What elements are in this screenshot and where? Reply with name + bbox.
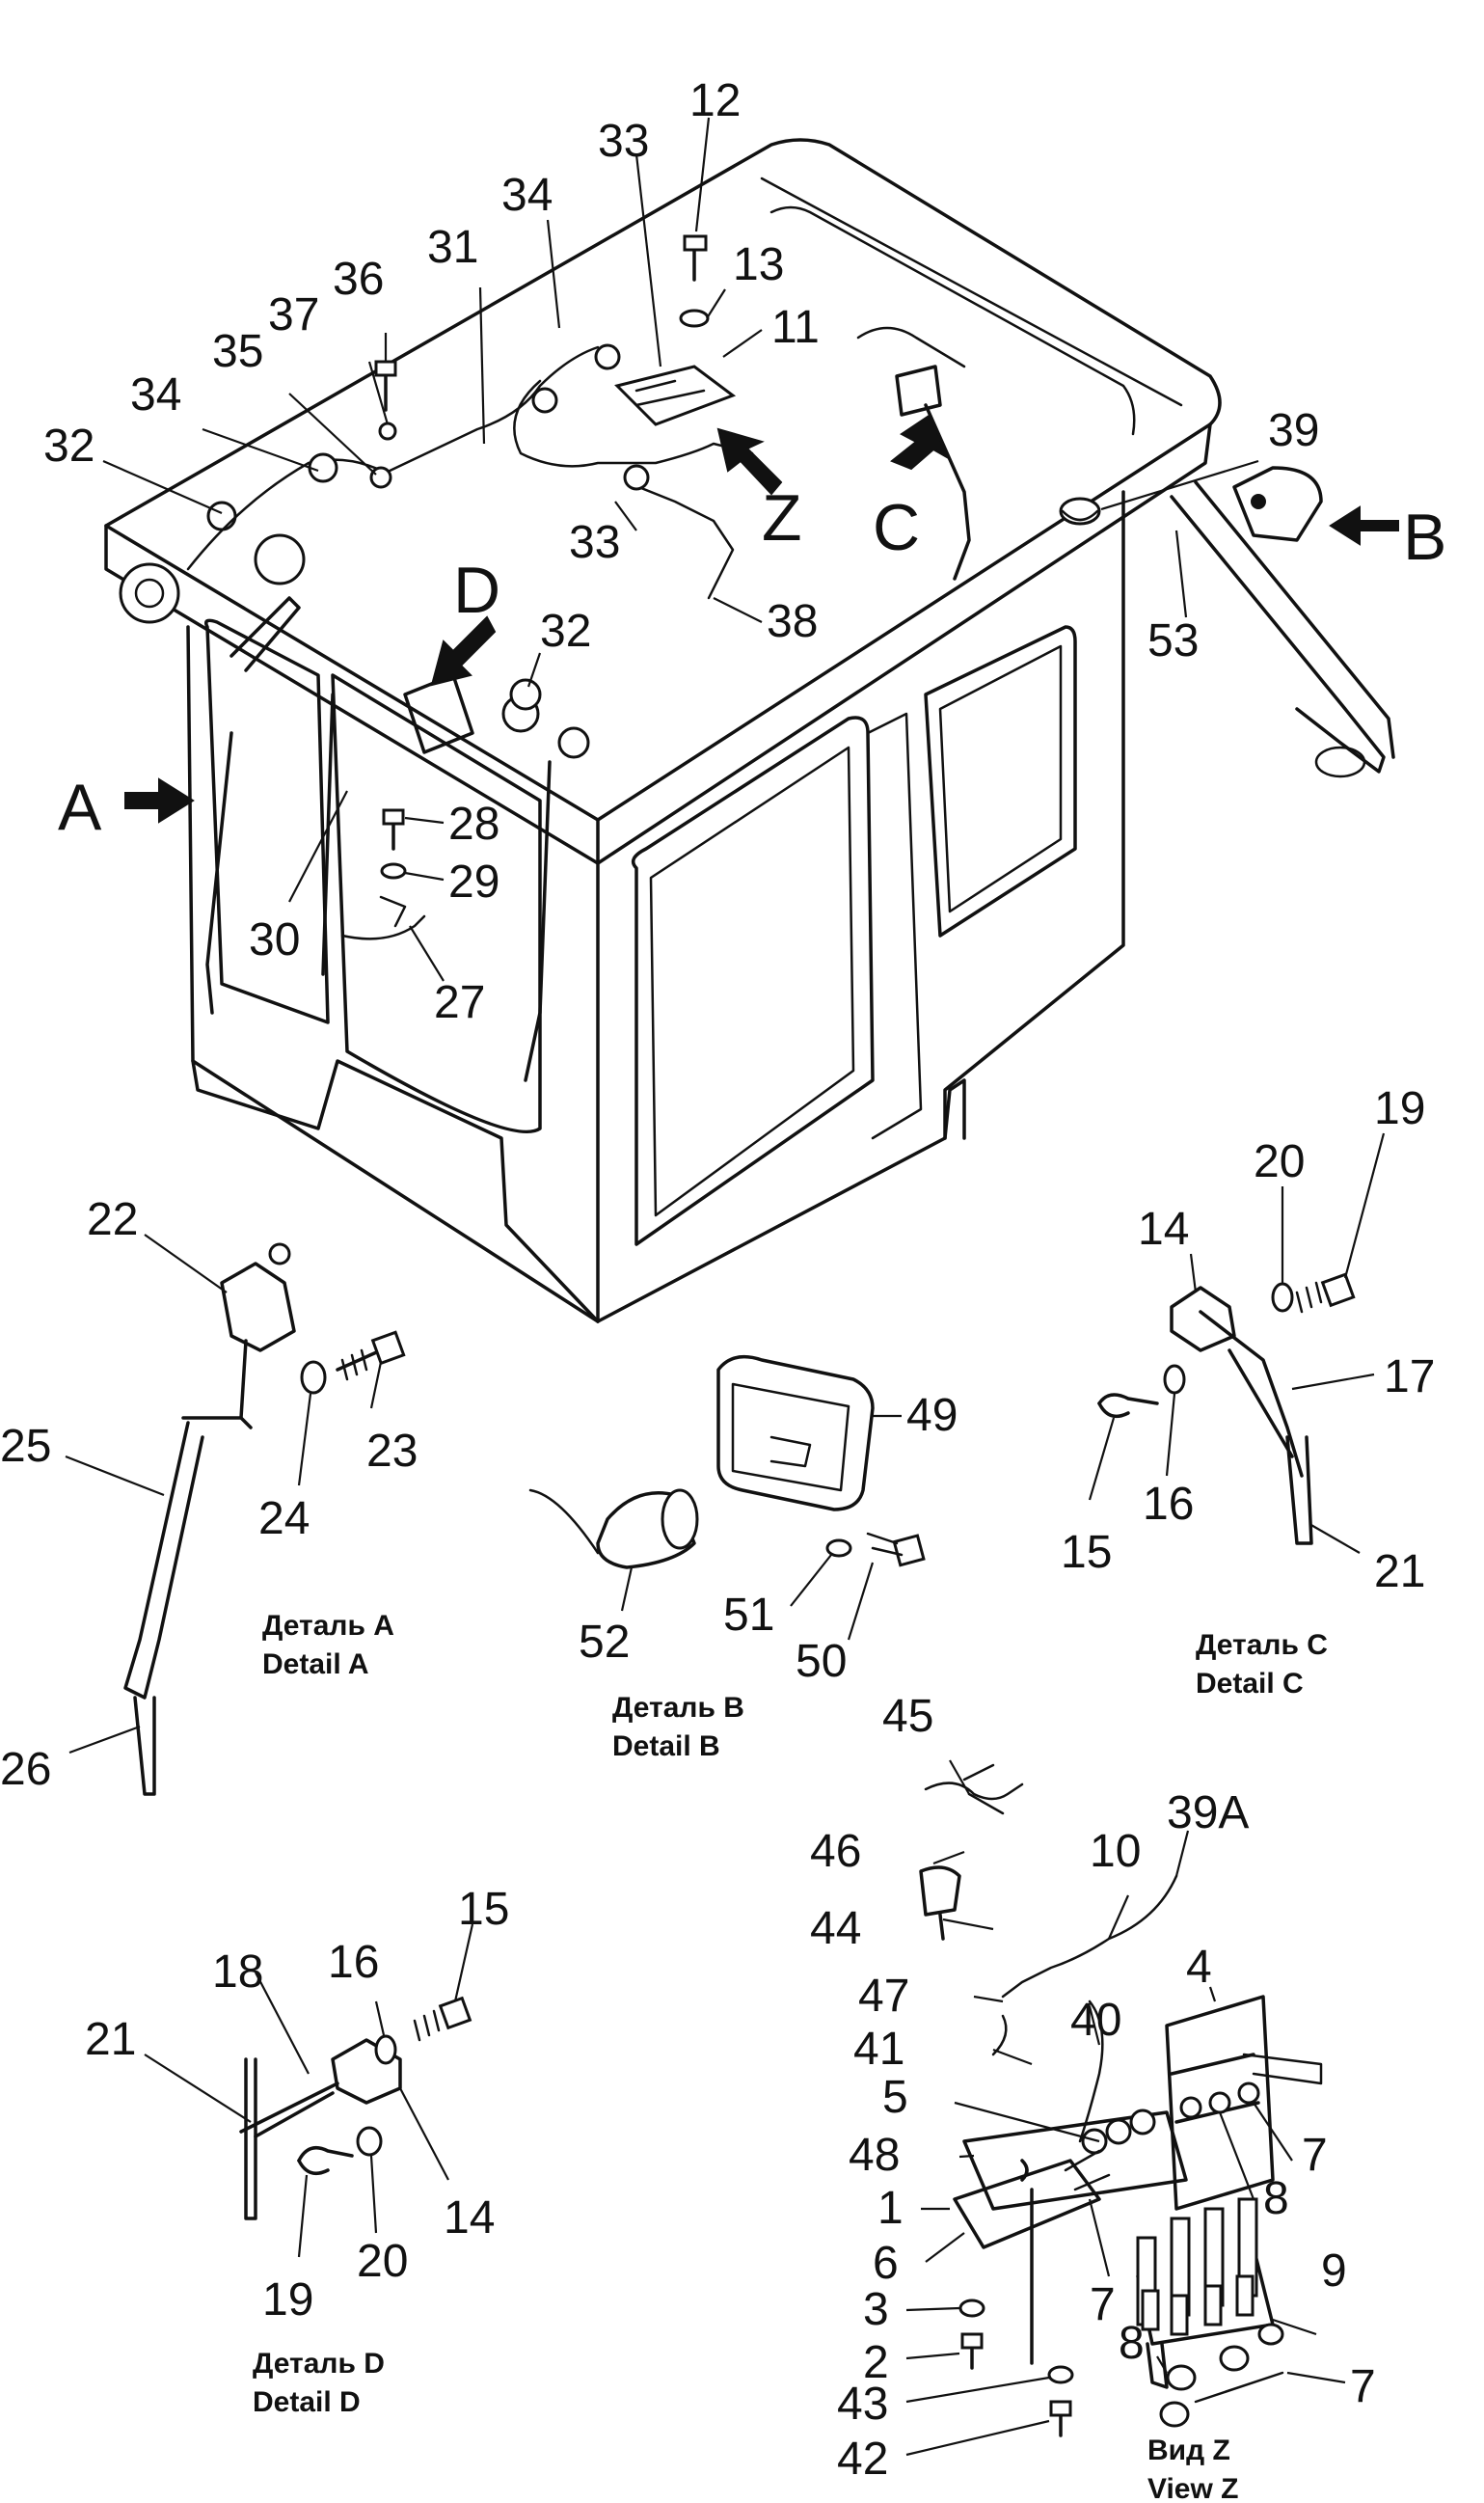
callout-27: 27 <box>434 977 485 1028</box>
callout-5: 5 <box>882 2072 908 2123</box>
callout-9: 9 <box>1321 2245 1347 2297</box>
callout-7: 7 <box>1302 2130 1328 2181</box>
callout-20: 20 <box>1254 1136 1305 1187</box>
callout-39: 39 <box>1268 405 1319 456</box>
callout-6: 6 <box>873 2238 899 2289</box>
callout-14: 14 <box>1138 1204 1189 1255</box>
caption-view-z-ru: Вид Z <box>1147 2435 1230 2466</box>
callout-28: 28 <box>448 799 499 850</box>
callout-51: 51 <box>723 1590 774 1641</box>
detail-c <box>1088 1132 1386 1554</box>
caption-detail-c-en: Detail C <box>1196 1668 1304 1700</box>
callout-32: 32 <box>43 421 94 472</box>
callout-33b: 33 <box>569 517 620 568</box>
callout-3: 3 <box>863 2284 889 2335</box>
callout-8: 8 <box>1263 2173 1289 2224</box>
callout-23: 23 <box>366 1426 418 1477</box>
caption-detail-c-ru: Деталь С <box>1196 1629 1328 1661</box>
callout-29: 29 <box>448 857 499 908</box>
callout-17: 17 <box>1384 1351 1435 1402</box>
callout-34b: 34 <box>130 369 181 421</box>
callout-47: 47 <box>858 1971 909 2022</box>
callout-42: 42 <box>837 2434 888 2485</box>
callout-22: 22 <box>87 1194 138 1245</box>
callout-33: 33 <box>598 116 649 167</box>
cab-leader-lines <box>102 117 1259 982</box>
callout-13: 13 <box>733 239 784 290</box>
callout-32b: 32 <box>540 606 591 657</box>
callout-10: 10 <box>1090 1826 1141 1877</box>
callout-39A: 39A <box>1167 1787 1249 1838</box>
arrow-z-icon <box>716 427 783 496</box>
callout-50: 50 <box>796 1636 847 1687</box>
callout-7c: 7 <box>1350 2361 1376 2412</box>
arrow-a-icon <box>124 777 195 824</box>
caption-detail-a-ru: Деталь А <box>262 1610 394 1642</box>
view-letters: A B C D Z <box>58 481 1446 844</box>
callout-16: 16 <box>1143 1479 1194 1530</box>
callout-19: 19 <box>1374 1083 1425 1134</box>
arrow-d-icon <box>430 615 497 687</box>
view-letter-b: B <box>1403 501 1446 574</box>
callout-31: 31 <box>427 222 478 273</box>
detail-d <box>144 1923 474 2258</box>
caption-view-z-en: View Z <box>1147 2473 1238 2503</box>
callout-19b: 19 <box>262 2274 313 2326</box>
callout-7b: 7 <box>1090 2279 1116 2330</box>
callout-18: 18 <box>212 1946 263 1998</box>
callout-38: 38 <box>767 596 818 647</box>
captions: Деталь А Detail A Деталь В Detail B Дета… <box>253 1610 1328 2503</box>
caption-detail-a-en: Detail A <box>262 1648 369 1680</box>
callout-53: 53 <box>1147 615 1199 667</box>
detail-a <box>65 1234 406 1796</box>
callout-35: 35 <box>212 326 263 377</box>
detail-b <box>528 1354 926 1641</box>
callout-21b: 21 <box>85 2014 136 2065</box>
view-z <box>905 1759 1346 2457</box>
callout-15: 15 <box>1061 1527 1112 1578</box>
view-letter-c: C <box>873 491 920 564</box>
callout-45: 45 <box>882 1691 933 1742</box>
callout-numbers: 12 33 34 13 31 36 37 35 11 34 32 39 33 3… <box>0 75 1435 2485</box>
callout-24: 24 <box>258 1493 310 1544</box>
cab-assembly <box>104 138 1395 1323</box>
callout-43: 43 <box>837 2379 888 2430</box>
callout-12: 12 <box>689 75 741 126</box>
callout-1: 1 <box>877 2183 904 2234</box>
callout-15b: 15 <box>458 1884 509 1935</box>
callout-40: 40 <box>1070 1995 1121 2046</box>
callout-46: 46 <box>810 1826 861 1877</box>
callout-4: 4 <box>1186 1942 1212 1993</box>
callout-41: 41 <box>853 2024 904 2075</box>
callout-49: 49 <box>906 1390 958 1441</box>
callout-2: 2 <box>863 2337 889 2388</box>
callout-16b: 16 <box>328 1937 379 1988</box>
callout-25: 25 <box>0 1421 51 1472</box>
caption-detail-b-ru: Деталь В <box>612 1692 744 1724</box>
callout-11: 11 <box>771 302 820 353</box>
callout-48: 48 <box>849 2130 900 2181</box>
callout-21: 21 <box>1374 1546 1425 1597</box>
callout-34: 34 <box>501 170 553 221</box>
caption-detail-d-ru: Деталь D <box>253 2348 385 2380</box>
arrow-b-icon <box>1329 505 1399 546</box>
callout-37: 37 <box>268 289 319 340</box>
callout-8b: 8 <box>1119 2318 1145 2369</box>
callout-20b: 20 <box>357 2236 408 2287</box>
callout-36: 36 <box>333 254 384 305</box>
callout-26: 26 <box>0 1744 51 1795</box>
view-letter-d: D <box>453 554 500 627</box>
callout-14b: 14 <box>444 2192 495 2244</box>
arrow-c-icon <box>890 413 949 471</box>
caption-detail-d-en: Detail D <box>253 2386 361 2418</box>
view-letter-a: A <box>58 771 102 844</box>
view-arrows <box>124 413 1399 824</box>
callout-44: 44 <box>810 1903 861 1954</box>
callout-30: 30 <box>249 914 300 966</box>
view-letter-z: Z <box>762 481 802 555</box>
caption-detail-b-en: Detail B <box>612 1730 720 1762</box>
callout-52: 52 <box>579 1617 630 1668</box>
